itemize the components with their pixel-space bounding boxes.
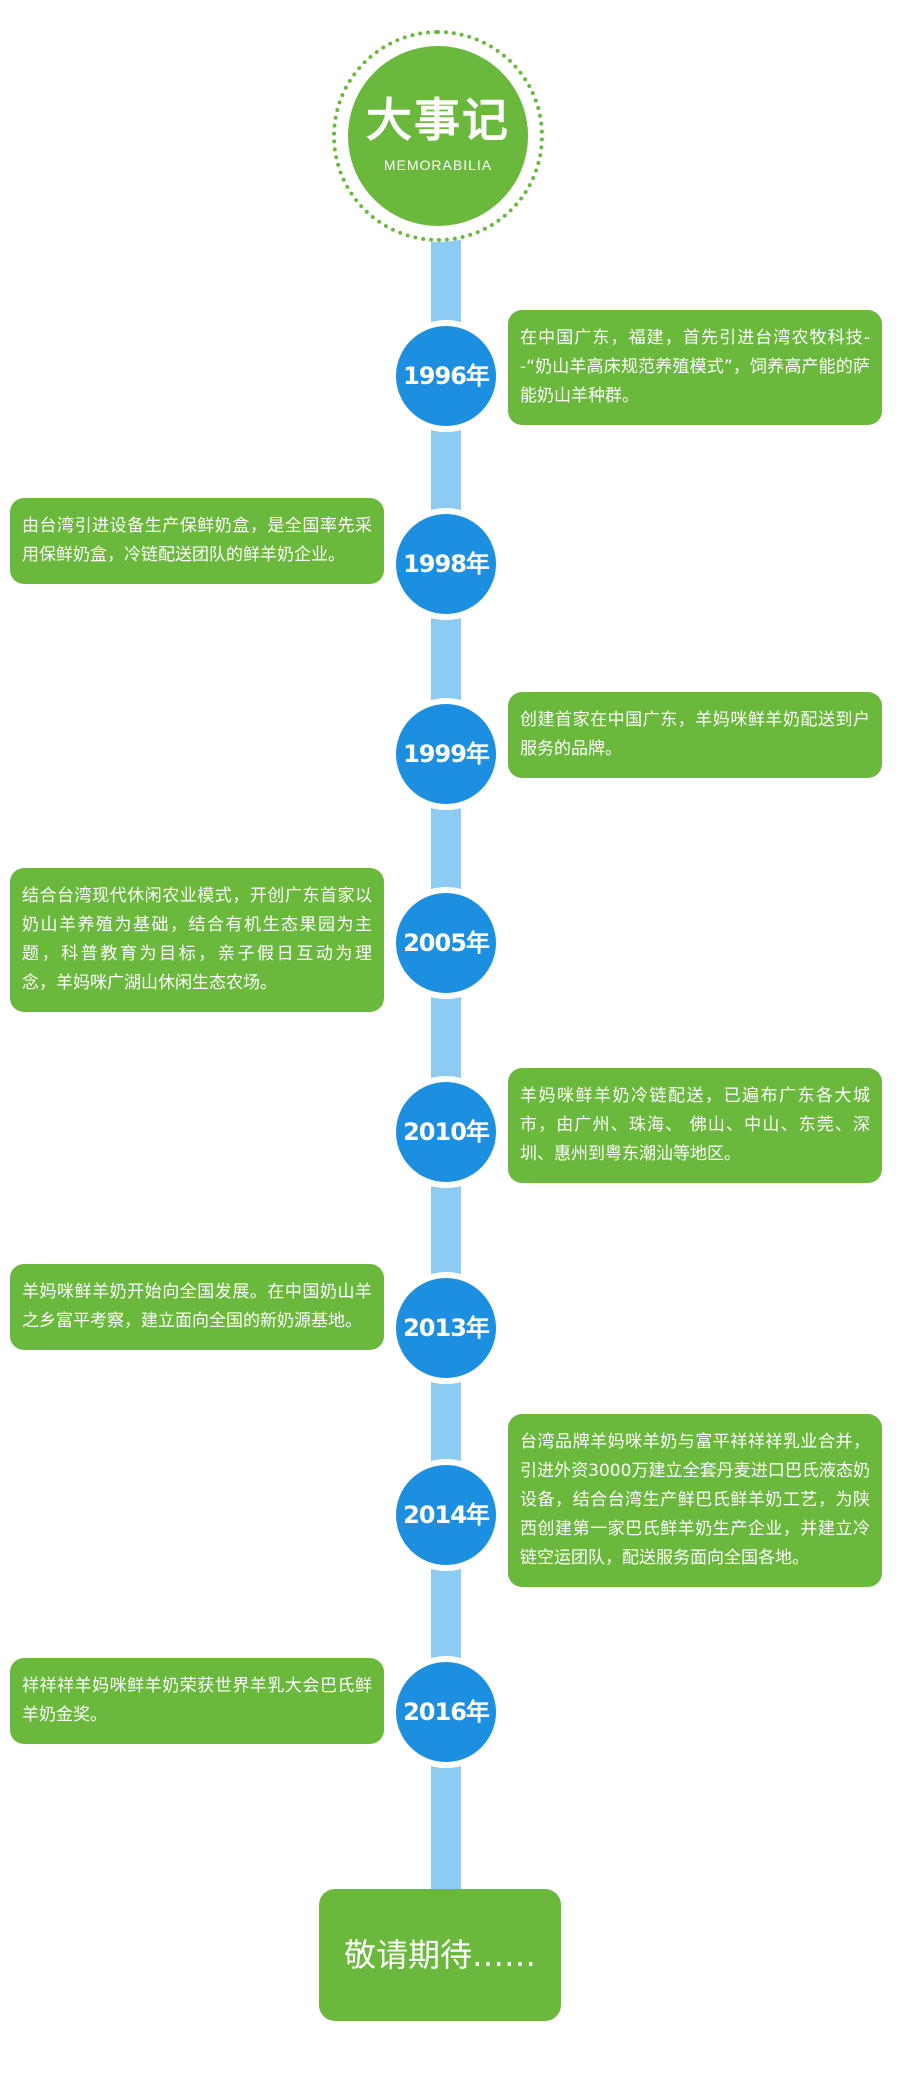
event-card-2010: 羊妈咪鲜羊奶冷链配送，已遍布广东各大城市，由广州、珠海、 佛山、中山、东莞、深圳… <box>508 1068 882 1183</box>
year-badge-2005: 2005年 <box>390 887 502 999</box>
event-card-1996: 在中国广东，福建，首先引进台湾农牧科技--“奶山羊高床规范养殖模式”，饲养高产能… <box>508 310 882 425</box>
coming-soon-box: 敬请期待…… <box>319 1889 561 2021</box>
event-card-2016: 祥祥祥羊妈咪鲜羊奶荣获世界羊乳大会巴氏鲜羊奶金奖。 <box>10 1658 384 1744</box>
timeline-spine <box>431 200 461 1930</box>
event-card-2014: 台湾品牌羊妈咪羊奶与富平祥祥祥乳业合并，引进外资3000万建立全套丹麦进口巴氏液… <box>508 1414 882 1587</box>
year-badge-2013: 2013年 <box>390 1272 502 1384</box>
header-subtitle: MEMORABILIA <box>383 157 493 173</box>
year-badge-2016: 2016年 <box>390 1656 502 1768</box>
header-title: 大事记 <box>366 93 510 147</box>
year-badge-2010: 2010年 <box>390 1076 502 1188</box>
year-badge-1996: 1996年 <box>390 320 502 432</box>
event-card-1999: 创建首家在中国广东，羊妈咪鲜羊奶配送到户服务的品牌。 <box>508 692 882 778</box>
event-card-2005: 结合台湾现代休闲农业模式，开创广东首家以奶山羊养殖为基础，结合有机生态果园为主题… <box>10 868 389 1012</box>
header-badge: 大事记 MEMORABILIA <box>348 46 528 226</box>
year-badge-2014: 2014年 <box>390 1459 502 1571</box>
year-badge-1999: 1999年 <box>390 698 502 810</box>
event-card-1998: 由台湾引进设备生产保鲜奶盒，是全国率先采用保鲜奶盒，冷链配送团队的鲜羊奶企业。 <box>10 498 384 584</box>
year-badge-1998: 1998年 <box>390 508 502 620</box>
event-card-2013: 羊妈咪鲜羊奶开始向全国发展。在中国奶山羊之乡富平考察，建立面向全国的新奶源基地。 <box>10 1264 384 1350</box>
